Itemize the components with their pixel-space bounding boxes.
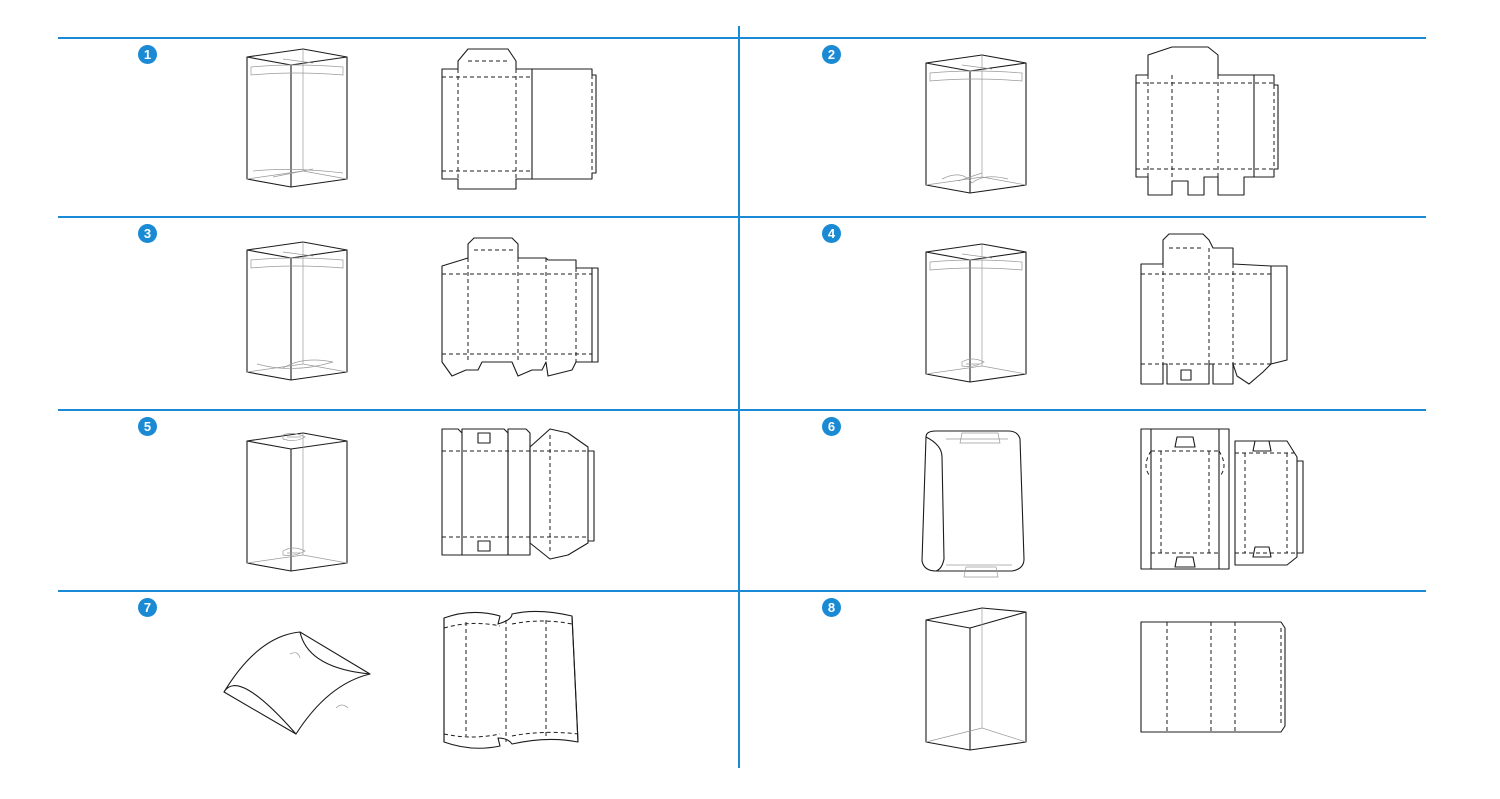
item-8: 8 [742,592,1422,764]
net-3-dieline [441,237,599,377]
box-1-illustration [246,48,348,188]
box-5-illustration [246,432,348,572]
sleeve-box-illustration [925,607,1027,751]
item-number-badge: 2 [822,45,841,64]
sleeve-net-dieline [1140,621,1286,733]
item-number-badge: 7 [138,598,157,617]
row-divider [58,409,1426,411]
net-4-dieline [1140,233,1288,385]
item-number-badge: 1 [138,45,157,64]
row-divider [58,590,1426,592]
row-divider [58,37,1426,39]
column-divider [738,26,740,768]
item-3: 3 [58,218,738,390]
item-number-badge: 6 [822,417,841,436]
item-7: 7 [58,592,738,764]
net-5-dieline [441,428,595,560]
box-3-illustration [246,241,348,381]
pillow-net-dieline [443,610,579,749]
item-number-badge: 5 [138,417,157,436]
item-5: 5 [58,411,738,583]
box-6-illustration [921,430,1025,578]
item-1: 1 [58,39,738,211]
item-number-badge: 8 [822,598,841,617]
item-number-badge: 4 [822,224,841,243]
item-4: 4 [742,218,1422,390]
net-2-dieline [1135,46,1279,196]
box-4-illustration [925,243,1027,383]
box-2-illustration [925,54,1027,194]
item-6: 6 [742,411,1422,583]
pillow-box-illustration [223,631,371,735]
item-number-badge: 3 [138,224,157,243]
net-6-dieline [1140,428,1304,570]
row-divider [58,216,1426,218]
net-1-dieline [441,48,597,190]
item-2: 2 [742,39,1422,211]
